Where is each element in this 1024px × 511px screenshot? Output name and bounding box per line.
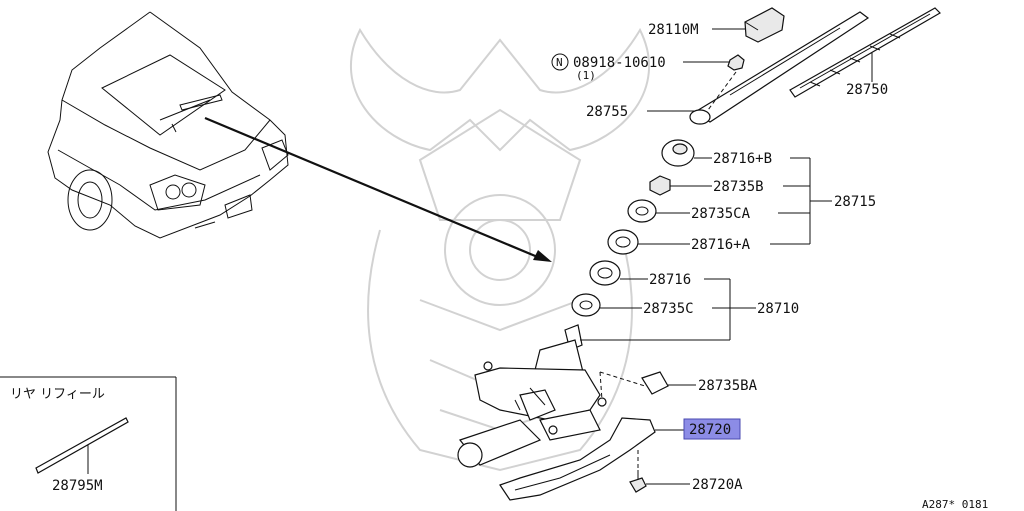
label-28710[interactable]: 28710 (757, 301, 799, 317)
label-28110M[interactable]: 28110M (648, 22, 699, 38)
label-08918-10610[interactable]: 08918-10610 (573, 55, 666, 71)
wiper-arm-28755 (689, 11, 870, 125)
label-28755[interactable]: 28755 (586, 104, 628, 120)
watermark-emblem (349, 27, 651, 472)
label-28735CA[interactable]: 28735CA (691, 206, 751, 222)
location-arrow (204, 116, 552, 262)
label-28795M[interactable]: 28795M (52, 478, 103, 494)
label-28735BA[interactable]: 28735BA (698, 378, 758, 394)
label-28716[interactable]: 28716 (649, 272, 691, 288)
wiper-motor-28710 (457, 324, 607, 468)
pivot-parts-stack (571, 139, 695, 317)
diagram-code: A287* 0181 (922, 498, 988, 511)
bolt-28720A (629, 470, 647, 493)
nut-quantity: (1) (576, 69, 596, 82)
wiper-blade-28750 (789, 7, 941, 98)
leader-lines (580, 28, 873, 485)
nut-symbol-circle (551, 53, 569, 71)
bracket-28720 (499, 417, 656, 501)
arm-cap-28110M (744, 7, 785, 43)
refill-inset: リヤ リフィール 28795M (0, 376, 177, 511)
label-28715[interactable]: 28715 (834, 194, 876, 210)
label-28720A[interactable]: 28720A (692, 477, 743, 493)
highlight-box-28720 (683, 418, 741, 440)
car-rear-illustration (47, 11, 289, 239)
nut-symbol: N (556, 56, 563, 69)
label-28720[interactable]: 28720 (689, 422, 731, 438)
label-28735C[interactable]: 28735C (643, 301, 694, 317)
label-28750[interactable]: 28750 (846, 82, 888, 98)
label-28716-A[interactable]: 28716+A (691, 237, 751, 253)
refill-title: リヤ リフィール (10, 387, 105, 402)
nut-08918 (727, 54, 745, 71)
clip-28735BA (641, 371, 669, 395)
label-28735B[interactable]: 28735B (713, 179, 764, 195)
alignment-lines (599, 71, 737, 470)
label-28716-B[interactable]: 28716+B (713, 151, 772, 167)
